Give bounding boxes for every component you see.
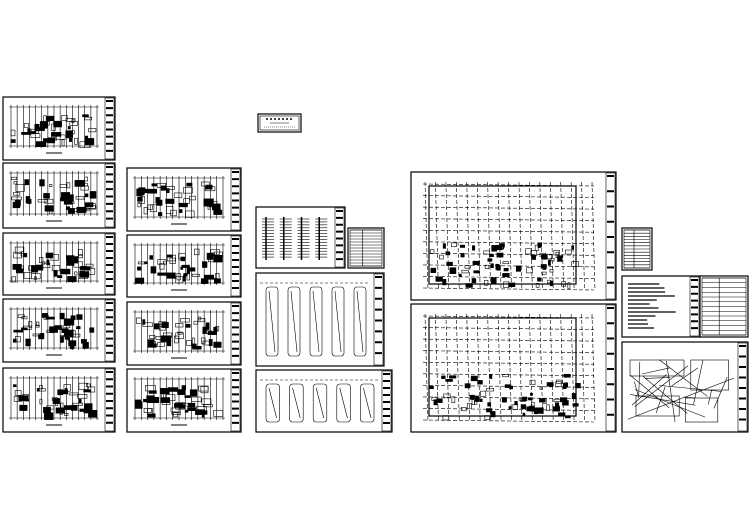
drawing-sheet-floor-plan[interactable] — [2, 298, 116, 363]
drawing-sheet-site-plan[interactable] — [410, 171, 617, 301]
drawing-sheet-table[interactable] — [347, 227, 385, 269]
floor-plan-content — [133, 243, 225, 291]
drawing-sheet-detail[interactable] — [255, 272, 385, 367]
title-block — [230, 302, 241, 365]
detail-content — [260, 379, 378, 423]
title-block — [381, 370, 392, 432]
site-plan-content — [422, 313, 596, 423]
sheet-border — [410, 303, 617, 433]
title-block — [104, 97, 115, 160]
table-content — [701, 277, 747, 336]
site-plan-content — [422, 181, 596, 291]
sheet-border — [255, 369, 393, 433]
cover-content — [259, 115, 300, 131]
drawing-sheet-notes[interactable] — [621, 275, 701, 338]
title-block — [605, 304, 616, 432]
section-content — [627, 359, 735, 423]
floor-plan-content — [133, 377, 225, 426]
drawing-sheet-detail[interactable] — [255, 369, 393, 433]
title-block — [230, 168, 241, 231]
drawing-sheet-cover[interactable] — [257, 113, 302, 133]
sheet-border — [2, 232, 116, 296]
drawing-sheet-floor-plan[interactable] — [126, 368, 242, 433]
drawing-sheet-floor-plan[interactable] — [126, 301, 242, 366]
drawing-sheet-site-plan[interactable] — [410, 303, 617, 433]
floor-plan-content — [9, 241, 99, 289]
table-content — [623, 229, 651, 269]
drawing-sheet-floor-plan[interactable] — [126, 167, 242, 232]
sheet-border — [621, 341, 749, 433]
title-block — [605, 172, 616, 300]
sheet-border — [126, 301, 242, 366]
schedule-content — [262, 217, 328, 260]
title-block — [737, 342, 748, 432]
title-block — [104, 233, 115, 295]
drawing-sheet-floor-plan[interactable] — [2, 367, 116, 433]
sheet-border — [255, 206, 346, 269]
table-content — [349, 229, 383, 267]
drawing-sheet-section[interactable] — [621, 341, 749, 433]
floor-plan-content — [9, 105, 99, 154]
floor-plan-content — [133, 310, 225, 359]
title-block — [104, 163, 115, 228]
floor-plan-content — [9, 171, 99, 222]
sheet-border — [2, 96, 116, 161]
title-block — [373, 273, 384, 366]
sheet-border — [255, 272, 385, 367]
notes-content — [628, 283, 676, 329]
title-block — [334, 207, 345, 268]
floor-plan-content — [9, 307, 99, 356]
drawing-sheet-table[interactable] — [621, 227, 653, 271]
sheet-border — [2, 162, 116, 229]
floor-plan-content — [9, 376, 99, 426]
title-block — [104, 368, 115, 432]
drawing-sheet-floor-plan[interactable] — [2, 162, 116, 229]
detail-content — [260, 282, 370, 357]
sheet-border — [621, 275, 701, 338]
drawing-sheet-schedule[interactable] — [255, 206, 346, 269]
title-block — [230, 369, 241, 432]
drawing-sheet-floor-plan[interactable] — [2, 232, 116, 296]
sheet-border — [410, 171, 617, 301]
title-block — [689, 276, 700, 337]
drawing-sheet-floor-plan[interactable] — [2, 96, 116, 161]
drawing-sheet-table[interactable] — [699, 275, 749, 338]
drawing-sheet-floor-plan[interactable] — [126, 234, 242, 298]
title-block — [104, 299, 115, 362]
floor-plan-content — [133, 176, 225, 225]
title-block — [230, 235, 241, 297]
